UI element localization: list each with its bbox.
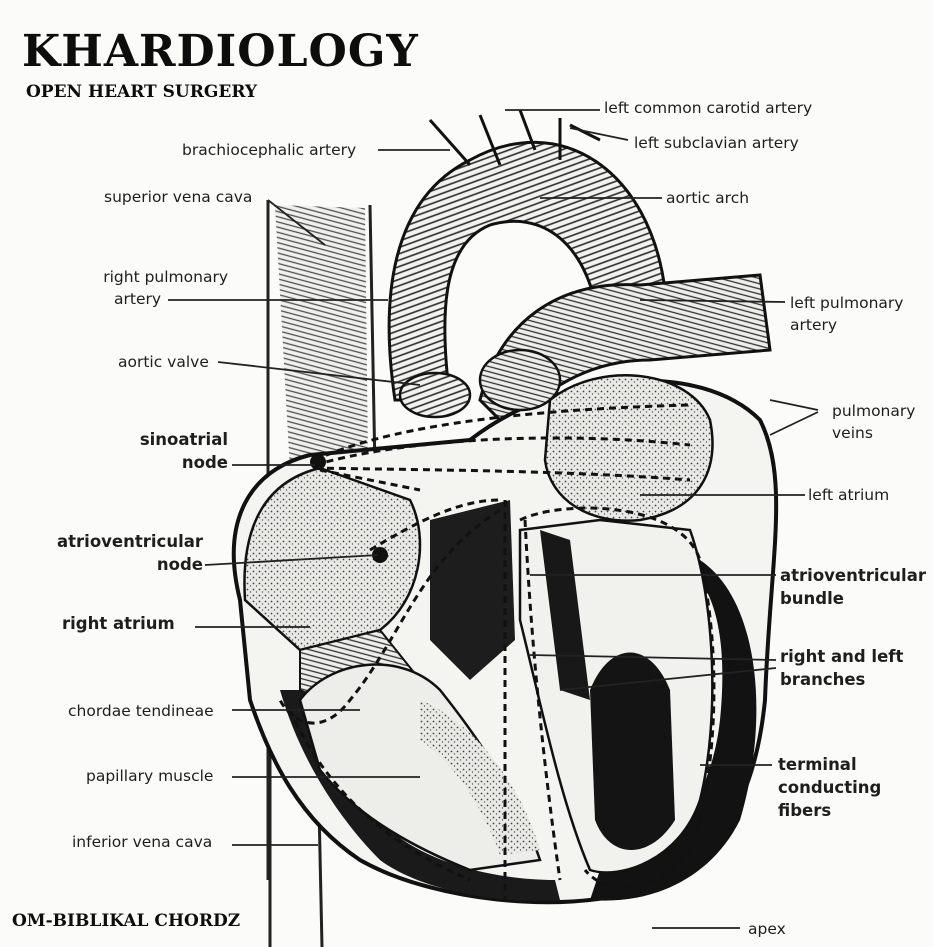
conduction-pathways: [278, 403, 716, 900]
label-chordae-tendineae: chordae tendineae: [68, 702, 214, 720]
label-left-atrium: left atrium: [808, 486, 890, 504]
label-right-pulmonary-artery: right pulmonary artery: [103, 268, 228, 308]
label-atrioventricular-node: atrioventricular node: [57, 532, 203, 574]
label-left-subclavian-artery: left subclavian artery: [634, 134, 799, 152]
label-sinoatrial-node: sinoatrial node: [139, 430, 228, 472]
label-pulmonary-veins: pulmonary veins: [832, 402, 916, 442]
heart-valves: [398, 348, 562, 419]
label-right-atrium: right atrium: [62, 614, 175, 633]
node-marks: [310, 454, 388, 563]
page-subtitle: OPEN HEART SURGERY: [26, 82, 258, 102]
vena-cava: [266, 200, 377, 947]
left-ventricle: [518, 518, 714, 874]
leader-lines: [168, 109, 819, 929]
label-aortic-arch: aortic arch: [666, 189, 750, 207]
label-inferior-vena-cava: inferior vena cava: [72, 833, 213, 851]
footer-credit: OM-BIBLIKAL CHORDZ: [12, 911, 241, 931]
label-aortic-valve: aortic valve: [118, 353, 209, 371]
label-left-common-carotid-artery: left common carotid artery: [604, 99, 813, 117]
label-superior-vena-cava: superior vena cava: [104, 188, 253, 206]
label-papillary-muscle: papillary muscle: [86, 767, 214, 785]
aortic-arch: [387, 109, 667, 402]
label-brachiocephalic-artery: brachiocephalic artery: [182, 141, 357, 159]
label-left-pulmonary-artery: left pulmonary artery: [790, 294, 904, 334]
page-title: KHARDIOLOGY: [22, 26, 419, 77]
label-terminal-conducting-fibers: terminal conducting fibers: [778, 755, 882, 820]
label-apex: apex: [748, 920, 786, 938]
left-atrium-region: [543, 374, 714, 522]
label-right-and-left-branches: right and left branches: [780, 647, 904, 689]
label-atrioventricular-bundle: atrioventricular bundle: [780, 566, 926, 608]
